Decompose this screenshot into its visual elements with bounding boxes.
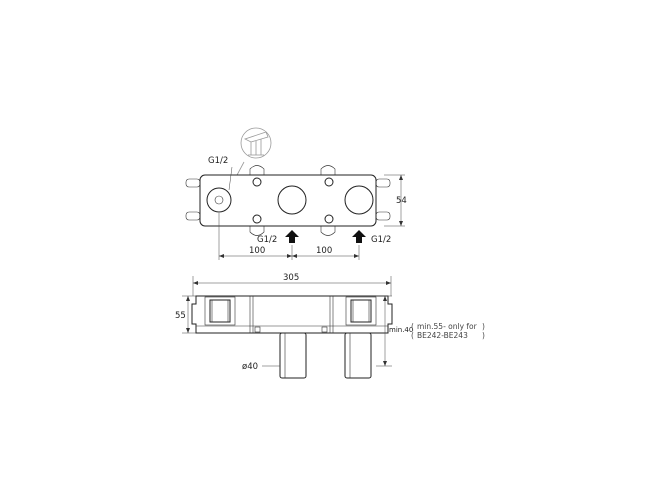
width-dim-label: 305 [283, 273, 299, 283]
valve-bore-right [344, 185, 374, 215]
outlet-port [206, 187, 232, 213]
depth-note-line2: BE242-BE243 [417, 331, 468, 340]
right-port-block [345, 296, 377, 326]
inlet-thread-label-left: G1/2 [257, 235, 277, 245]
spacing-dimension [218, 213, 360, 260]
left-port-block [204, 296, 236, 326]
svg-text:(: ( [411, 331, 414, 340]
pipe-diameter-label: ø40 [242, 362, 258, 372]
outlet-thread-label: G1/2 [208, 156, 228, 166]
housing-body [191, 295, 393, 334]
pipe-stub-left [279, 332, 307, 379]
svg-text:): ) [482, 331, 485, 340]
inlet-arrow-left [285, 230, 299, 243]
top-view: G1/2 G1/2 G1/2 54 100 [185, 127, 407, 260]
housing-plate [199, 174, 377, 227]
min-depth-label: min.40 [389, 326, 413, 334]
valve-bore-left [277, 185, 307, 215]
depth-note-line1: min.55- only for [417, 322, 478, 331]
side-height-label: 55 [175, 311, 186, 321]
spacing-left-label: 100 [249, 246, 265, 256]
width-dimension [192, 276, 392, 296]
height-dimension [384, 174, 405, 227]
spacing-right-label: 100 [316, 246, 332, 256]
pipe-stub-right [344, 332, 372, 379]
svg-text:): ) [482, 322, 485, 331]
height-dim-label: 54 [396, 196, 407, 206]
screw-holes [252, 177, 334, 224]
depth-dimension [376, 295, 392, 367]
inlet-arrow-right [352, 230, 366, 243]
side-view: 305 55 [175, 273, 485, 379]
svg-text:(: ( [411, 322, 414, 331]
inlet-thread-label-right: G1/2 [371, 235, 391, 245]
faucet-icon [228, 127, 272, 191]
